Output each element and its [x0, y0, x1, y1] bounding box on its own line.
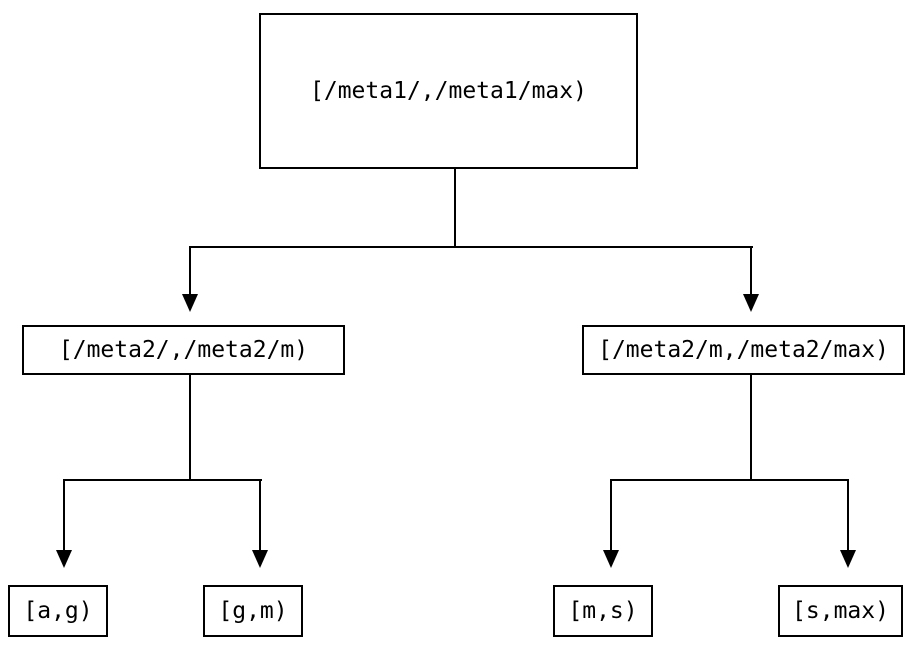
edge-left-to-gm-drop [259, 479, 261, 551]
tree-node-leaf-smax: [s,max) [778, 585, 903, 637]
tree-node-root-label: [/meta1/,/meta1/max) [310, 78, 587, 104]
tree-node-leaf-smax-label: [s,max) [792, 598, 889, 624]
edge-root-stem [454, 169, 456, 248]
tree-node-meta2-right-label: [/meta2/m,/meta2/max) [598, 337, 889, 363]
edge-right-stem [750, 375, 752, 481]
tree-node-root: [/meta1/,/meta1/max) [259, 13, 638, 169]
edge-root-crossbar [189, 246, 753, 248]
arrow-down-icon [743, 294, 759, 312]
tree-node-meta2-left: [/meta2/,/meta2/m) [22, 325, 345, 375]
edge-left-crossbar [63, 479, 262, 481]
tree-node-leaf-gm-label: [g,m) [218, 598, 288, 624]
edge-root-to-left-drop [189, 246, 191, 296]
arrow-down-icon [603, 550, 619, 568]
edge-right-to-ms-drop [610, 479, 612, 551]
arrow-down-icon [182, 294, 198, 312]
edge-left-to-ag-drop [63, 479, 65, 551]
tree-node-leaf-gm: [g,m) [203, 585, 303, 637]
arrow-down-icon [252, 550, 268, 568]
tree-node-leaf-ms: [m,s) [553, 585, 653, 637]
edge-left-stem [189, 375, 191, 481]
arrow-down-icon [56, 550, 72, 568]
edge-root-to-right-drop [750, 246, 752, 296]
edge-right-to-smax-drop [847, 479, 849, 551]
tree-node-leaf-ms-label: [m,s) [568, 598, 638, 624]
arrow-down-icon [840, 550, 856, 568]
edge-right-crossbar [610, 479, 849, 481]
tree-node-leaf-ag: [a,g) [8, 585, 108, 637]
tree-node-leaf-ag-label: [a,g) [23, 598, 93, 624]
tree-node-meta2-right: [/meta2/m,/meta2/max) [582, 325, 905, 375]
tree-node-meta2-left-label: [/meta2/,/meta2/m) [58, 337, 309, 363]
